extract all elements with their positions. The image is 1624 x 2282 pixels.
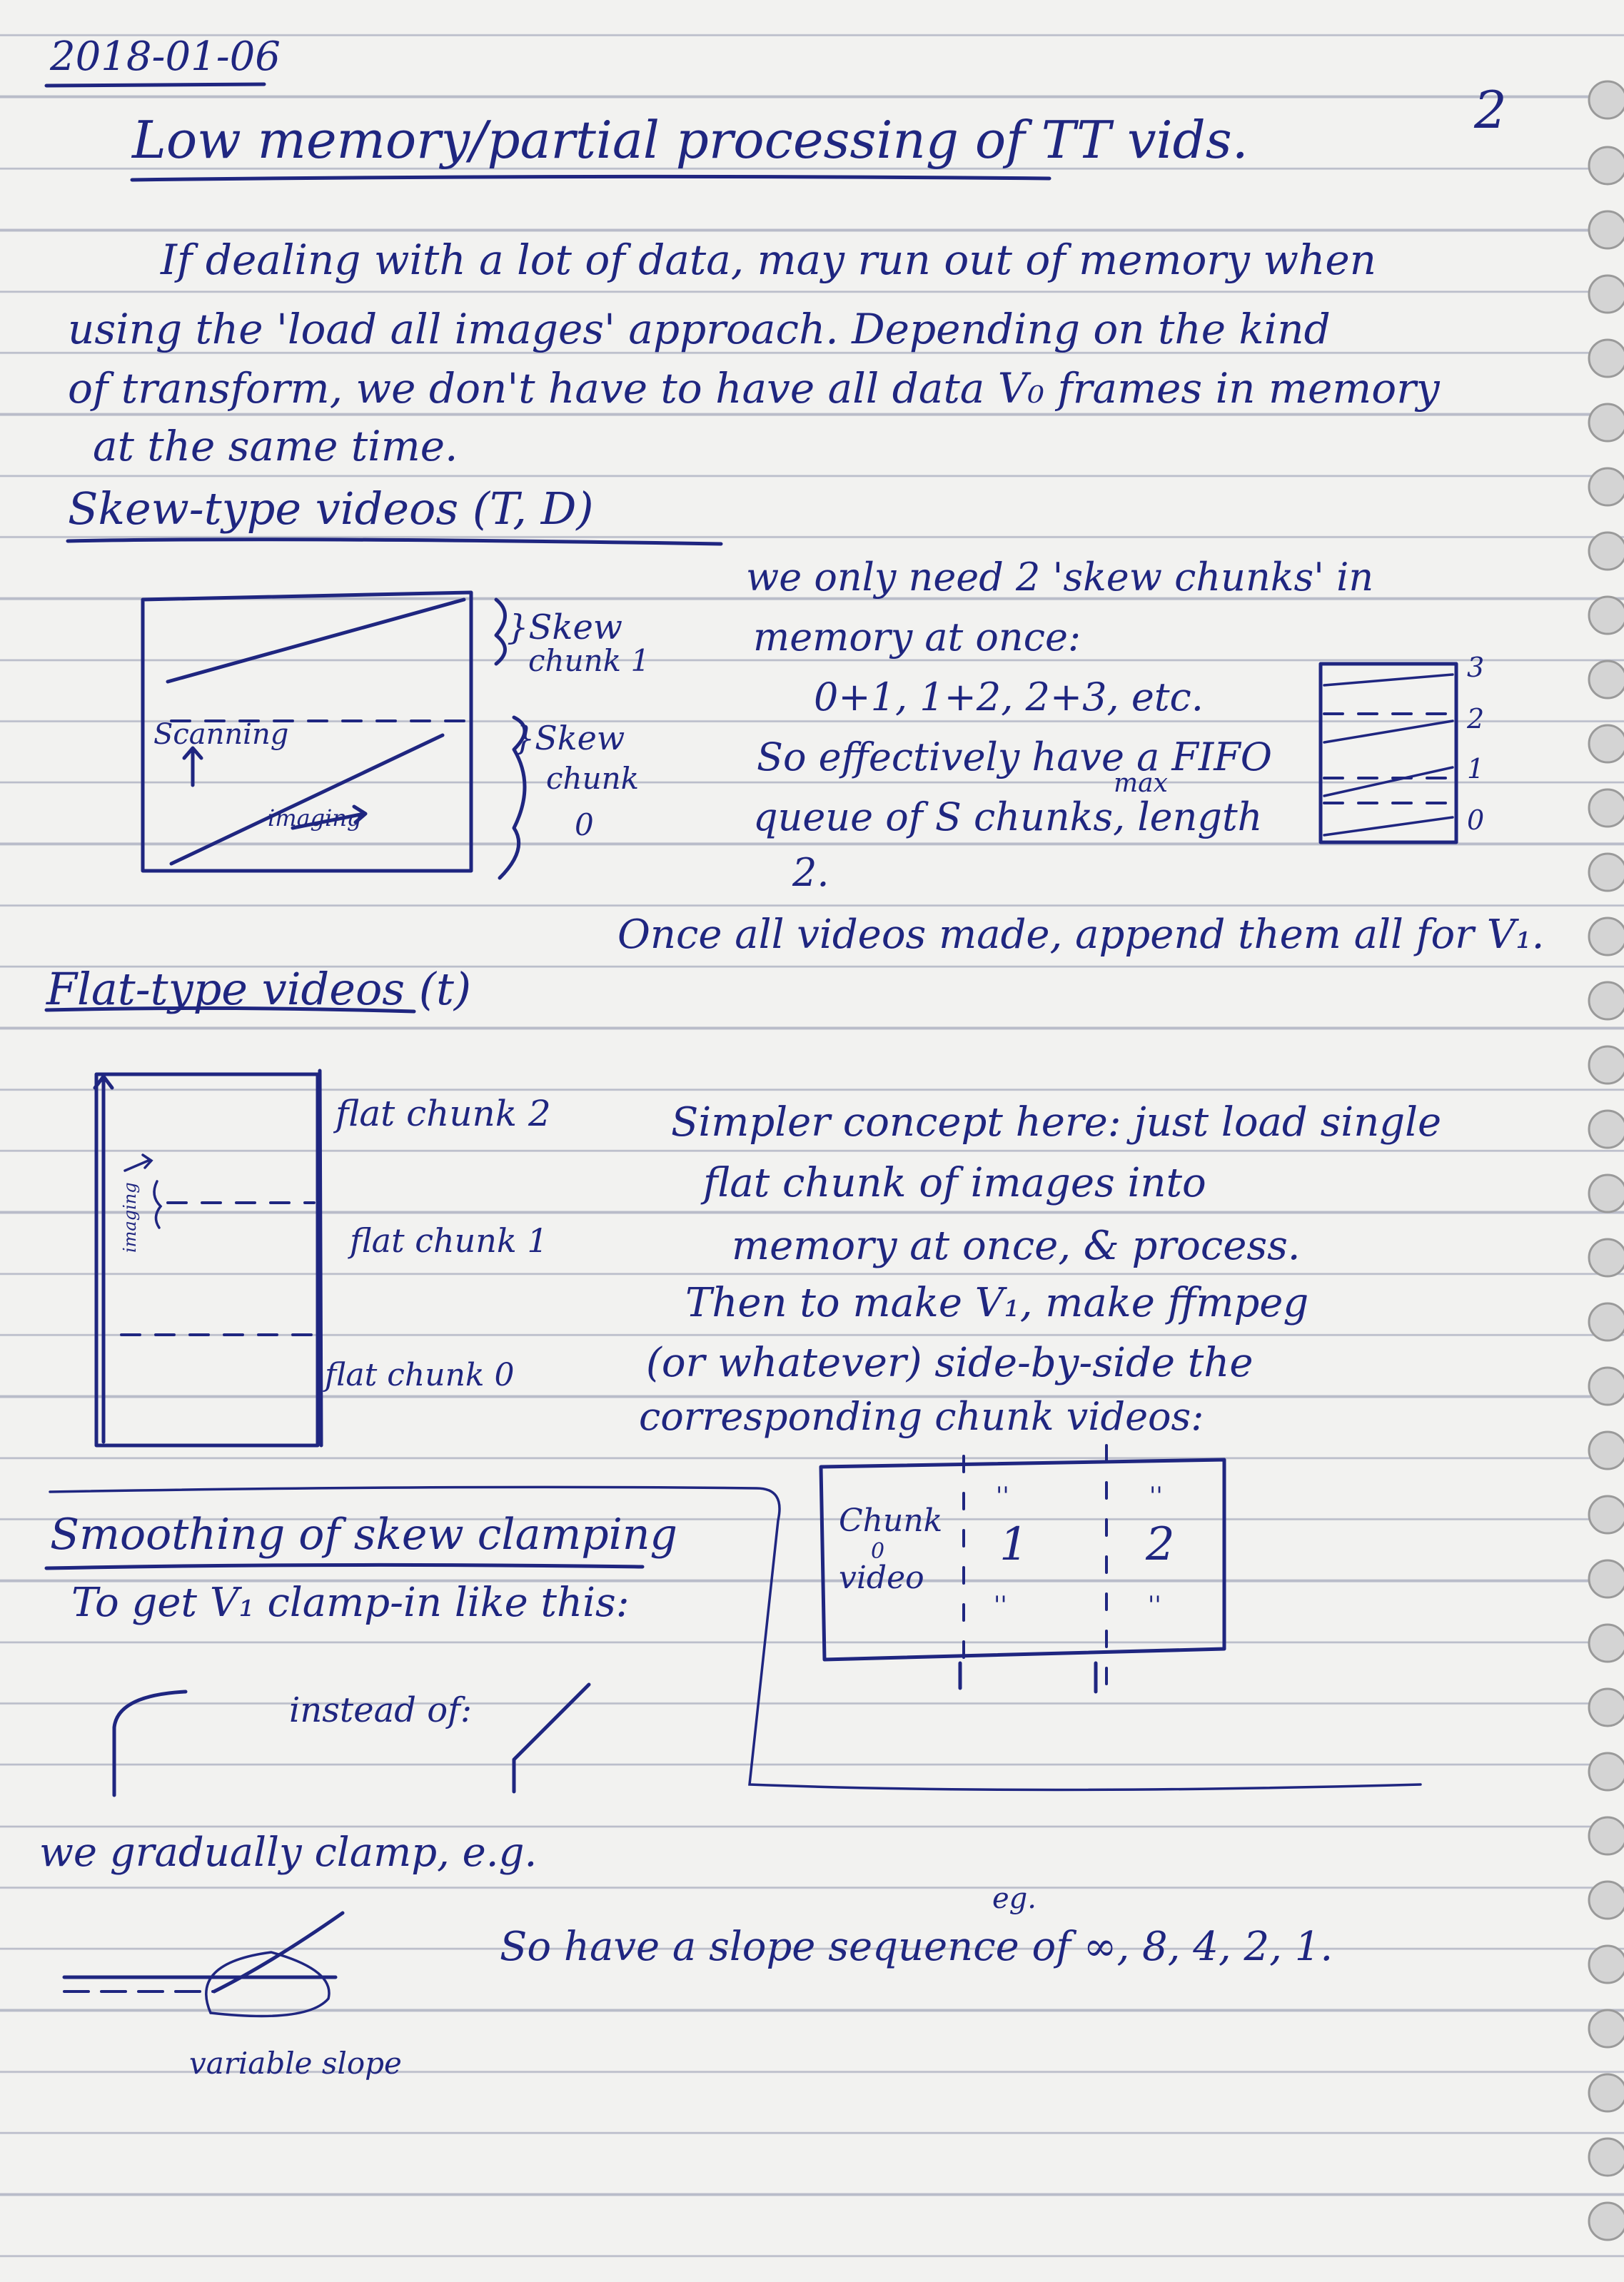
variable-slope-label: variable slope [189, 2046, 402, 2081]
ditto-mark-2: '' [1149, 1482, 1163, 1510]
flat-note-6: corresponding chunk videos: [639, 1394, 1204, 1439]
flat-heading-underline [44, 1006, 416, 1014]
ditto-mark-4: '' [1148, 1591, 1161, 1620]
instead-of-label: instead of: [289, 1690, 473, 1730]
scanning-label: Scanning [153, 718, 288, 751]
smoothing-line-1: To get V₁ clamp-in like this: [71, 1580, 630, 1626]
ditto-mark-1: '' [996, 1482, 1009, 1510]
skew-note-5: queue of S chunks, length [753, 794, 1263, 839]
page-title: Low memory/partial processing of TT vids… [132, 110, 1249, 170]
smoothing-heading: Smoothing of skew clamping [50, 1510, 677, 1560]
intro-line-3: of transform, we don't have to have all … [68, 364, 1440, 413]
fifo-label-0: 0 [1467, 804, 1484, 836]
flat-chunk-1-label: flat chunk 1 [350, 1221, 548, 1260]
flat-imaging-label: imaging [120, 1182, 140, 1253]
append-note: Once all videos made, append them all fo… [617, 912, 1545, 958]
date-underline [44, 82, 266, 88]
flat-chunk-0-label: flat chunk 0 [325, 1357, 515, 1393]
flat-note-4: Then to make V₁, make ffmpeg [685, 1280, 1309, 1326]
imaging-label: imaging [268, 804, 361, 832]
gradual-clamp-line: we gradually clamp, e.g. [39, 1829, 538, 1876]
flat-note-5: (or whatever) side-by-side the [646, 1340, 1254, 1386]
skew-chunk-1-label-b: chunk 1 [528, 643, 650, 678]
fifo-label-1: 1 [1467, 753, 1484, 784]
chunk-video-label-c: video [839, 1560, 924, 1596]
smoothing-heading-underline [44, 1562, 645, 1570]
clamp-shapes [112, 1682, 591, 1797]
flat-note-3: memory at once, & process. [732, 1223, 1301, 1269]
skew-note-4: So effectively have a FIFO [757, 734, 1272, 779]
skew-chunk-0-label-b: chunk [546, 761, 639, 796]
flat-chunk-bracket [318, 1069, 323, 1448]
intro-line-4: at the same time. [93, 422, 458, 470]
flat-heading: Flat-type videos (t) [46, 963, 472, 1015]
flat-chunk-2-label: flat chunk 2 [336, 1093, 551, 1134]
chunk-video-label-b: 0 [871, 1539, 884, 1564]
eg-annotation: eg. [992, 1882, 1037, 1915]
video-cell-1: 1 [999, 1518, 1029, 1571]
date: 2018-01-06 [50, 34, 281, 80]
smoothing-enclosure [49, 1485, 1422, 1792]
intro-line-2: using the 'load all images' approach. De… [68, 305, 1331, 353]
max-annotation: max [1114, 769, 1168, 798]
video-cell-2: 2 [1145, 1518, 1175, 1571]
intro-line-1: If dealing with a lot of data, may run o… [161, 236, 1377, 284]
ditto-mark-3: '' [994, 1591, 1007, 1620]
skew-chunk-diagram: Scanning imaging }Skew chunk 1 }Skew chu… [141, 590, 650, 880]
flat-note-2: flat chunk of images into [703, 1160, 1206, 1206]
skew-note-2: memory at once: [753, 615, 1081, 660]
flat-chunk-diagram: imaging [93, 1072, 320, 1448]
fifo-queue-diagram: 3 2 1 0 [1318, 652, 1484, 844]
fifo-label-3: 3 [1467, 652, 1484, 683]
fifo-label-2: 2 [1466, 703, 1484, 734]
side-by-side-video-diagram: Chunk 0 video '' '' 1 2 '' '' [819, 1444, 1226, 1694]
skew-note-6: 2. [792, 850, 829, 895]
title-underline [130, 174, 1051, 182]
skew-note-1: we only need 2 'skew chunks' in [746, 555, 1374, 600]
slope-sequence-line: So have a slope sequence of ∞, 8, 4, 2, … [500, 1924, 1333, 1970]
chunk-video-label-a: Chunk [839, 1503, 942, 1539]
page-number: 2 [1474, 80, 1507, 140]
skew-chunk-0-label-c: 0 [575, 807, 594, 842]
skew-note-3: 0+1, 1+2, 2+3, etc. [814, 675, 1204, 720]
skew-heading-underline [66, 537, 723, 546]
variable-slope-sketch [62, 1911, 345, 2018]
skew-heading: Skew-type videos (T, D) [68, 483, 594, 535]
skew-chunk-1-label-a: }Skew [507, 607, 622, 647]
skew-chunk-0-label-a: }Skew [514, 719, 625, 757]
flat-note-1: Simpler concept here: just load single [671, 1099, 1442, 1146]
